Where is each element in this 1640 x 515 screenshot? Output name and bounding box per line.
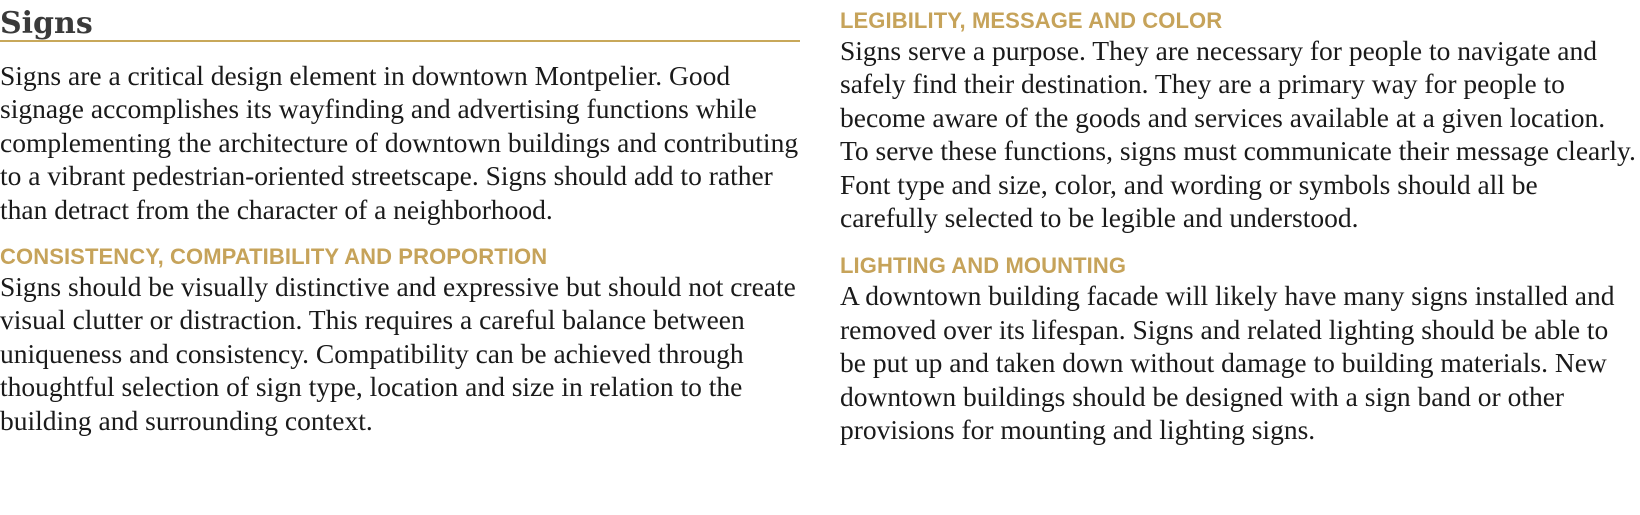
intro-paragraph: Signs are a critical design element in d… (0, 60, 799, 225)
lighting-paragraph: A downtown building facade will likely h… (840, 280, 1615, 446)
legibility-heading: LEGIBILITY, MESSAGE AND COLOR (840, 8, 1223, 33)
title-divider (0, 40, 800, 42)
lighting-heading: LIGHTING AND MOUNTING (840, 253, 1127, 279)
consistency-heading: CONSISTENCY, COMPATIBILITY AND PROPORTIO… (0, 244, 548, 270)
consistency-paragraph: Signs should be visually distinctive and… (0, 271, 796, 436)
page-title: Signs (0, 6, 93, 41)
right-column: LEGIBILITY, MESSAGE AND COLOR Signs serv… (840, 0, 1640, 446)
legibility-paragraph: Signs serve a purpose. They are necessar… (840, 35, 1636, 234)
left-column: Signs Signs are a critical design elemen… (0, 0, 800, 437)
